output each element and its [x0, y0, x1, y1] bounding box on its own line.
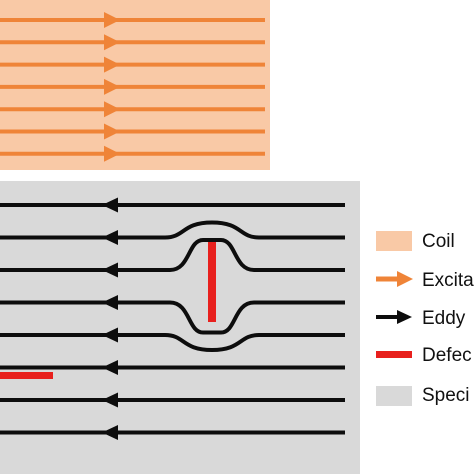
legend-item-specimen: Speci — [376, 385, 470, 406]
black-arrow-head — [397, 310, 412, 324]
legend-label-eddy: Eddy — [422, 308, 466, 329]
excitation-current-arrowhead — [104, 123, 120, 140]
defect-horizontal — [0, 372, 53, 379]
eddy-current-line — [0, 300, 345, 335]
excitation-current-lines — [0, 12, 265, 162]
legend-label-specimen: Speci — [422, 385, 470, 406]
eddy-current-arrowhead — [102, 360, 118, 375]
legend-item-defect: Defec — [376, 345, 472, 366]
legend: Coil Excita Eddy Defec Speci — [376, 231, 474, 406]
legend-label-excitation: Excita — [422, 270, 474, 291]
legend-label-defect: Defec — [422, 345, 472, 366]
eddy-current-arrowhead — [102, 197, 118, 213]
specimen-swatch — [376, 386, 412, 406]
eddy-current-arrowhead — [102, 392, 118, 408]
excitation-current-arrowhead — [104, 34, 120, 51]
coil-swatch — [376, 231, 412, 251]
legend-item-excitation: Excita — [376, 270, 474, 291]
eddy-current-arrowhead — [102, 425, 118, 440]
red-bar-icon — [376, 351, 412, 358]
eddy-current-line — [0, 333, 345, 352]
excitation-current-arrowhead — [104, 56, 120, 73]
legend-item-eddy: Eddy — [376, 308, 466, 329]
coil-region — [0, 0, 270, 170]
excitation-current-arrowhead — [104, 145, 120, 162]
eddy-current-arrowhead — [102, 262, 118, 278]
eddy-current-arrowhead — [102, 295, 118, 310]
legend-label-coil: Coil — [422, 231, 455, 252]
legend-item-coil: Coil — [376, 231, 455, 252]
eddy-current-arrowhead — [102, 327, 118, 343]
excitation-current-arrowhead — [104, 78, 120, 95]
eddy-current-line — [0, 220, 345, 240]
orange-arrow-icon — [376, 271, 413, 287]
eddy-current-line — [0, 238, 345, 272]
specimen-region — [0, 181, 360, 474]
eddy-current-lines — [0, 197, 345, 440]
black-arrow-icon — [376, 310, 412, 324]
excitation-current-arrowhead — [104, 101, 120, 118]
eddy-current-arrowhead — [102, 230, 118, 245]
defect-vertical — [208, 242, 216, 322]
orange-arrow-head — [397, 271, 413, 287]
excitation-current-arrowhead — [104, 12, 120, 28]
specimen-rect — [0, 181, 360, 474]
